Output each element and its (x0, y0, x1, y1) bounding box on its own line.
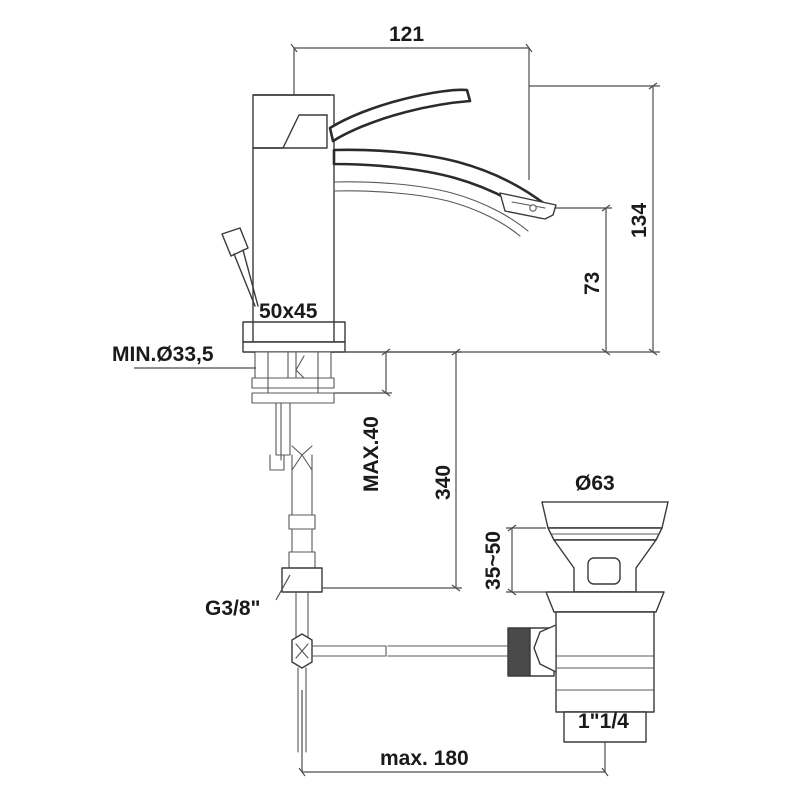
dimension-max180: max. 180 (298, 690, 609, 777)
faucet-spout (332, 148, 557, 220)
dim-73-label: 73 (581, 272, 604, 295)
faucet-spout-inner-line (333, 181, 529, 237)
dimension-134-label-group: 134 (628, 203, 651, 238)
popup-linkage (291, 627, 555, 753)
dimension-121-label-group: 121 (389, 23, 424, 46)
dimension-50x45: 50x45 (259, 300, 318, 323)
dim-max40-label: MAX.40 (360, 416, 383, 492)
dim-max180-label: max. 180 (380, 747, 469, 770)
dimension-134 (392, 82, 660, 356)
dimension-max40: MAX.40 (334, 348, 392, 492)
dim-g38-label: G3/8" (205, 597, 260, 620)
dim-121-label: 121 (389, 23, 424, 46)
faucet-lever-handle (252, 88, 472, 149)
dimension-g38: G3/8" (205, 574, 291, 620)
dim-134-label: 134 (628, 203, 651, 238)
dim-340-label: 340 (432, 465, 455, 500)
dimension-min-hole: MIN.Ø33,5 (112, 343, 256, 369)
waste-drain-assembly (533, 501, 669, 743)
dimension-340: 340 (322, 348, 462, 592)
dimension-121 (290, 43, 533, 180)
dim-50x45-label: 50x45 (259, 300, 318, 323)
dim-d63-label: Ø63 (575, 472, 615, 495)
dim-min33-label: MIN.Ø33,5 (112, 343, 214, 366)
dimension-73-label-group: 73 (581, 272, 604, 295)
dimension-d63: Ø63 (575, 472, 615, 495)
mounting-hardware (251, 351, 335, 471)
dim-3550-label: 35~50 (482, 531, 505, 590)
popup-lift-rod (221, 227, 259, 307)
flex-hose (288, 445, 316, 569)
dim-114-label: 1"1/4 (578, 710, 629, 733)
base-flange (242, 321, 346, 353)
dimension-114: 1"1/4 (578, 710, 629, 733)
dimension-3550: 35~50 (482, 524, 548, 596)
